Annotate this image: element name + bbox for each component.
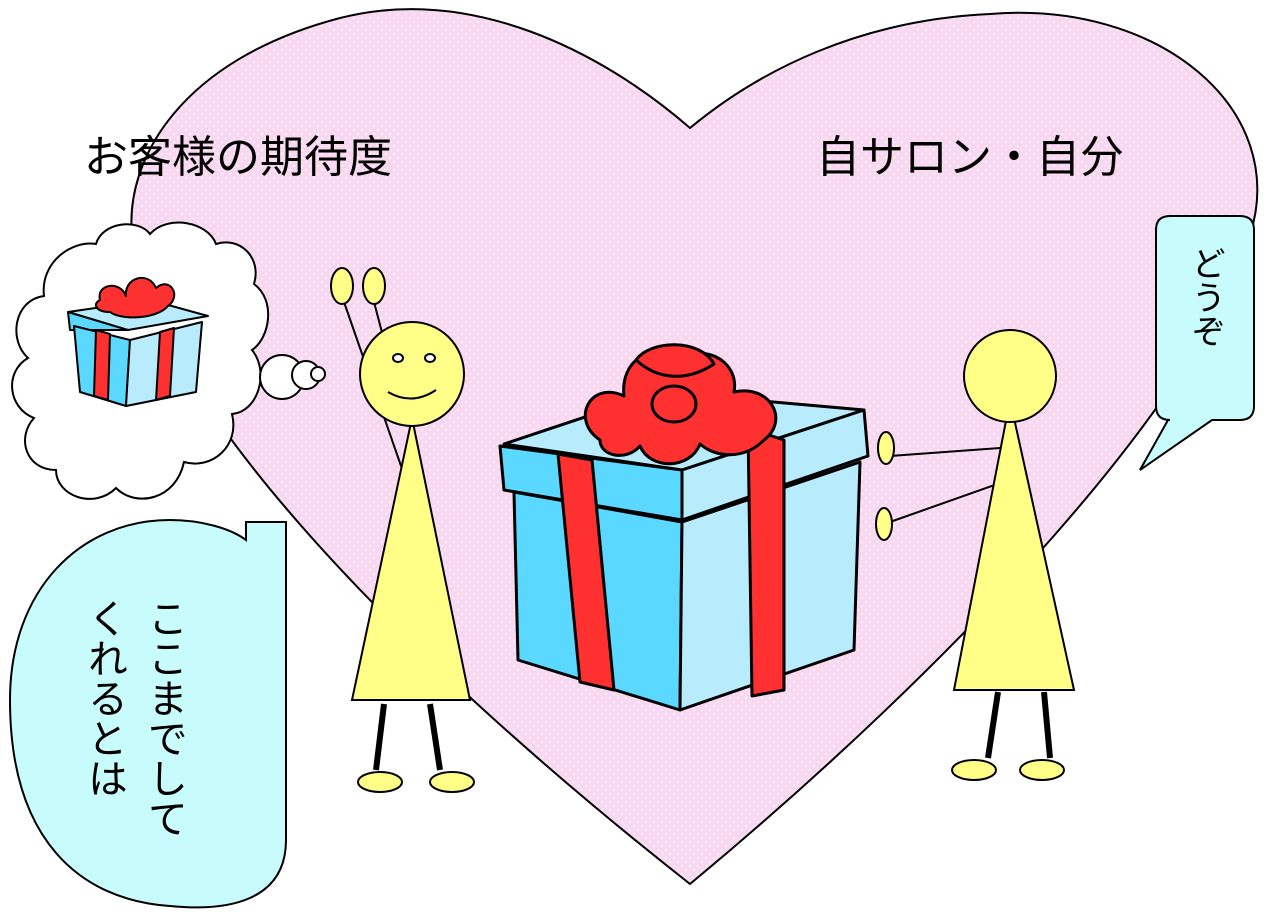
staff-figure <box>875 329 1076 781</box>
customer-speech-line-1: ここまでして <box>141 598 187 838</box>
big-gift-icon <box>498 343 870 712</box>
customer-speech-bubble <box>8 518 287 909</box>
staff-speech-bubble <box>1139 215 1255 471</box>
customer-expectation-label: お客様の期待度 <box>84 132 392 183</box>
customer-speech-line-2: くれるとは <box>81 598 127 798</box>
small-gift-icon <box>67 276 209 407</box>
customer-figure <box>330 267 475 793</box>
customer-speech-text: ここまでして くれるとは <box>74 598 194 838</box>
own-salon-label: 自サロン・自分 <box>816 132 1124 183</box>
staff-speech-text: どうぞ <box>1185 246 1226 348</box>
